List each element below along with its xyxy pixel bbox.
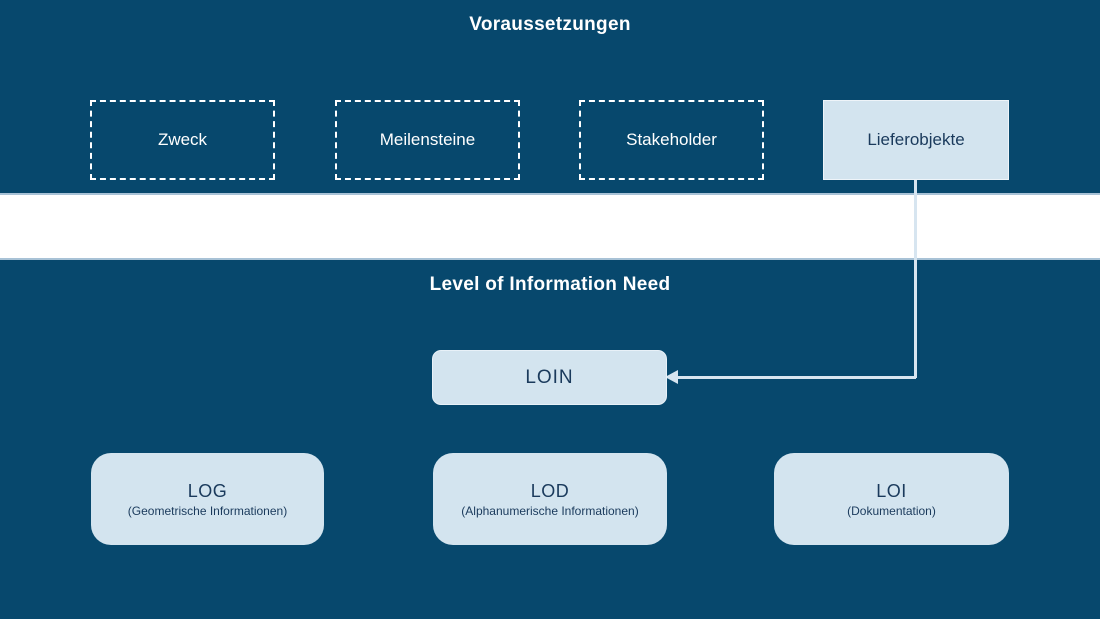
box-lod-sublabel: (Alphanumerische Informationen): [461, 503, 639, 518]
loin-section-title: Level of Information Need: [429, 274, 671, 295]
box-log-label: LOG: [187, 480, 228, 501]
box-meilensteine: Meilensteine: [335, 100, 520, 180]
box-loi-sublabel: (Dokumentation): [847, 503, 936, 518]
box-loin: LOIN: [432, 350, 667, 405]
box-loi: LOI (Dokumentation): [774, 453, 1009, 545]
box-lod: LOD (Alphanumerische Informationen): [433, 453, 667, 545]
prerequisites-title: Voraussetzungen: [469, 14, 631, 35]
box-loi-label: LOI: [876, 480, 907, 501]
box-lieferobjekte: Lieferobjekte: [823, 100, 1009, 180]
connector-vertical-line: [914, 180, 917, 378]
connector-horizontal-line: [676, 376, 916, 379]
box-lod-label: LOD: [530, 480, 570, 501]
box-log-sublabel: (Geometrische Informationen): [127, 503, 288, 518]
arrow-left-icon: [665, 370, 678, 384]
box-zweck: Zweck: [90, 100, 275, 180]
loin-section: [0, 258, 1100, 619]
box-stakeholder: Stakeholder: [579, 100, 764, 180]
box-log: LOG (Geometrische Informationen): [91, 453, 324, 545]
